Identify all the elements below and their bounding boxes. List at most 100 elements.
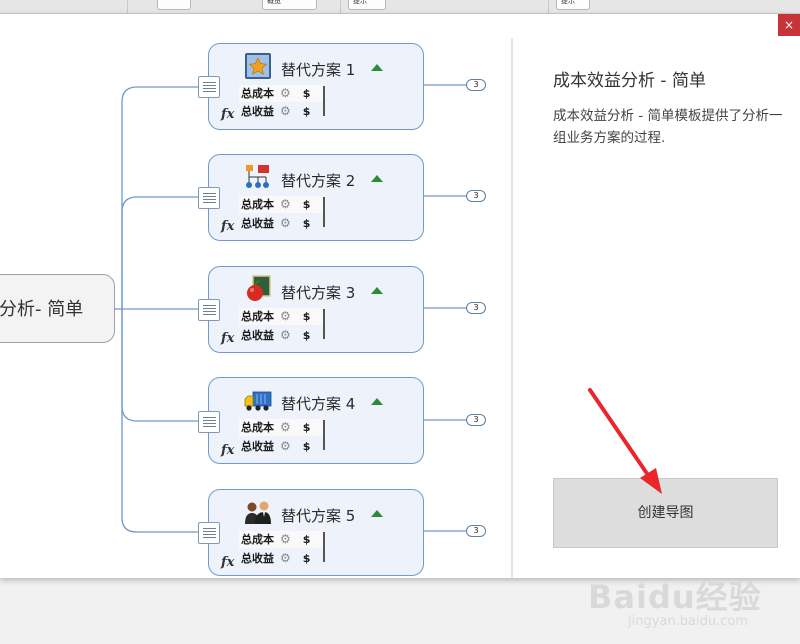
- gear-icon[interactable]: ⚙: [280, 439, 291, 453]
- benefit-label: 总收益: [241, 105, 274, 118]
- ribbon-separator: [127, 0, 128, 14]
- cost-row: 总成本 ⚙ $: [241, 85, 310, 101]
- subtopic-count-badge[interactable]: 3: [466, 414, 486, 426]
- value-bar: [323, 197, 325, 227]
- apple-icon: [247, 275, 271, 301]
- notes-icon[interactable]: [198, 76, 220, 98]
- org-chart-icon: [246, 165, 269, 188]
- central-topic[interactable]: 分析- 简单: [0, 274, 115, 343]
- ribbon-overview-button[interactable]: 概览: [262, 0, 317, 10]
- panel-divider: [511, 38, 513, 578]
- benefit-label: 总收益: [241, 440, 274, 453]
- template-title: 成本效益分析 - 简单: [553, 71, 706, 91]
- watermark-main: Baidu经验: [588, 578, 762, 616]
- gear-icon[interactable]: ⚙: [280, 420, 291, 434]
- map-connectors: [115, 84, 466, 533]
- close-button[interactable]: ×: [778, 14, 800, 36]
- gear-icon[interactable]: ⚙: [280, 197, 291, 211]
- currency-symbol: $: [302, 104, 311, 118]
- row-background: [239, 419, 323, 436]
- subtopic-count-badge[interactable]: 3: [466, 190, 486, 202]
- currency-symbol: $: [302, 439, 311, 453]
- currency-symbol: $: [302, 420, 311, 434]
- ribbon-hint-button-2[interactable]: 提示: [556, 0, 590, 10]
- currency-symbol: $: [302, 309, 311, 323]
- gear-icon[interactable]: ⚙: [280, 86, 291, 100]
- row-background: [239, 196, 323, 213]
- template-preview: 分析- 简单 替代方案 1 总成本 ⚙ $ 总收益 ⚙ $ fx: [0, 14, 511, 578]
- benefit-row: 总收益 ⚙ $: [241, 438, 310, 454]
- ribbon-separator: [548, 0, 549, 14]
- cost-row: 总成本 ⚙ $: [241, 419, 310, 435]
- benefit-row: 总收益 ⚙ $: [241, 550, 310, 566]
- ribbon-separator: [340, 0, 341, 14]
- topic-title: 替代方案 1: [281, 61, 356, 79]
- ribbon-hint-button[interactable]: 提示: [348, 0, 386, 10]
- formula-icon: fx: [221, 331, 235, 346]
- ribbon-remnant: 概览 提示 提示: [0, 0, 800, 14]
- benefit-row: 总收益 ⚙ $: [241, 327, 310, 343]
- topic-alternative-4[interactable]: 替代方案 4 总成本 ⚙ $ 总收益 ⚙ $: [208, 377, 424, 464]
- notes-icon[interactable]: [198, 187, 220, 209]
- formula-icon: fx: [221, 107, 235, 122]
- cost-label: 总成本: [241, 421, 274, 434]
- gear-icon[interactable]: ⚙: [280, 104, 291, 118]
- benefit-row: 总收益 ⚙ $: [241, 215, 310, 231]
- ribbon-hint-label-2: 提示: [561, 0, 575, 5]
- expand-arrow-icon[interactable]: [371, 175, 383, 182]
- gear-icon[interactable]: ⚙: [280, 532, 291, 546]
- gear-icon[interactable]: ⚙: [280, 328, 291, 342]
- ribbon-control[interactable]: [157, 0, 191, 10]
- topic-alternative-1[interactable]: 替代方案 1 总成本 ⚙ $ 总收益 ⚙ $: [208, 43, 424, 130]
- currency-symbol: $: [302, 197, 311, 211]
- subtopic-count-badge[interactable]: 3: [466, 79, 486, 91]
- expand-arrow-icon[interactable]: [371, 510, 383, 517]
- cost-label: 总成本: [241, 198, 274, 211]
- notes-icon[interactable]: [198, 299, 220, 321]
- currency-symbol: $: [302, 551, 311, 565]
- topic-title: 替代方案 2: [281, 172, 356, 190]
- subtopic-count-badge[interactable]: 3: [466, 302, 486, 314]
- notes-icon[interactable]: [198, 411, 220, 433]
- row-background: [239, 531, 323, 548]
- topic-alternative-2[interactable]: 替代方案 2 总成本 ⚙ $ 总收益 ⚙ $: [208, 154, 424, 241]
- gear-icon[interactable]: ⚙: [280, 551, 291, 565]
- topic-alternative-3[interactable]: 替代方案 3 总成本⚙$ 总收益⚙$: [208, 266, 424, 353]
- benefit-label: 总收益: [241, 552, 274, 565]
- formula-icon: fx: [221, 443, 235, 458]
- expand-arrow-icon[interactable]: [371, 398, 383, 405]
- template-dialog: × 分析- 简单: [0, 14, 800, 578]
- expand-arrow-icon[interactable]: [371, 64, 383, 71]
- create-map-button[interactable]: 创建导图: [553, 478, 778, 548]
- row-background: [239, 308, 323, 325]
- benefit-label: 总收益: [241, 329, 274, 342]
- topic-alternative-5[interactable]: 替代方案 5 总成本 ⚙ $ 总收益 ⚙ $: [208, 489, 424, 576]
- cost-row: 总成本⚙$: [241, 308, 310, 324]
- topic-title: 替代方案 4: [281, 395, 356, 413]
- cost-label: 总成本: [241, 87, 274, 100]
- expand-arrow-icon[interactable]: [371, 287, 383, 294]
- baidu-watermark: Baidu经验 jingyan.baidu.com: [588, 572, 762, 629]
- currency-symbol: $: [302, 216, 311, 230]
- currency-symbol: $: [302, 532, 311, 546]
- formula-icon: fx: [221, 555, 235, 570]
- people-icon: [245, 501, 271, 524]
- subtopic-count-badge[interactable]: 3: [466, 525, 486, 537]
- currency-symbol: $: [302, 86, 311, 100]
- formula-icon: fx: [221, 219, 235, 234]
- notes-icon[interactable]: [198, 522, 220, 544]
- benefit-label: 总收益: [241, 217, 274, 230]
- currency-symbol: $: [302, 328, 311, 342]
- cost-label: 总成本: [241, 533, 274, 546]
- template-description: 成本效益分析 - 简单模板提供了分析一组业务方案的过程.: [553, 108, 783, 146]
- truck-icon: [244, 391, 272, 411]
- ribbon-hint-label: 提示: [353, 0, 367, 5]
- ribbon-overview-label: 概览: [267, 0, 281, 5]
- gear-icon[interactable]: ⚙: [280, 309, 291, 323]
- gear-icon[interactable]: ⚙: [280, 216, 291, 230]
- row-background: [239, 85, 323, 102]
- cost-row: 总成本 ⚙ $: [241, 531, 310, 547]
- watermark-sub: jingyan.baidu.com: [628, 614, 748, 629]
- topic-title: 替代方案 5: [281, 507, 356, 525]
- topic-title: 替代方案 3: [281, 284, 356, 302]
